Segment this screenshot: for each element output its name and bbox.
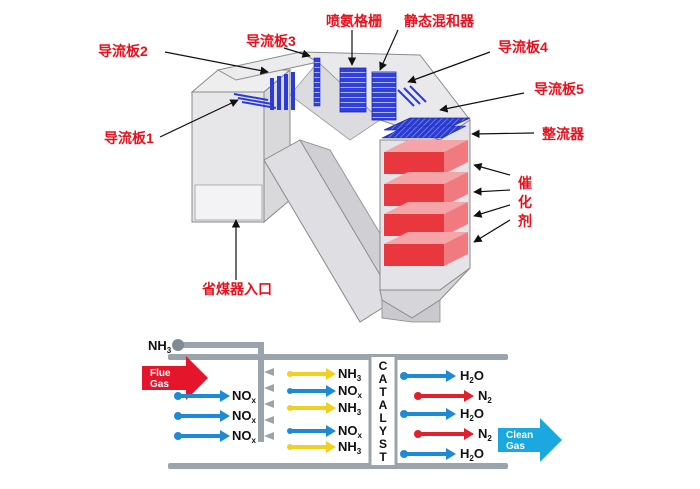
label-deflector-5: 导流板5 — [534, 81, 584, 97]
product-arrow-h2o-1 — [400, 370, 456, 382]
deflector-5-rectifier-grid — [381, 117, 471, 139]
catalyst-vertical-label: C A T A L Y S T — [379, 359, 388, 464]
mixing-arrows — [287, 368, 336, 453]
inlet-nox-arrow-3 — [174, 430, 230, 442]
label-economizer-inlet: 省煤器入口 — [201, 281, 272, 297]
mix-arrow-nh3-2 — [287, 402, 336, 414]
label-catalyst-char-2: 化 — [518, 194, 532, 210]
label-catalyst-char-1: 催 — [518, 175, 532, 191]
inlet-species-3: NOx — [232, 428, 257, 445]
catalyst-layer-1 — [384, 140, 468, 174]
label-ammonia-grid: 喷氨格栅 — [326, 13, 382, 29]
product-4: N2 — [478, 426, 492, 443]
mix-arrow-nh3-1 — [287, 368, 336, 380]
label-static-mixer: 静态混和器 — [404, 13, 475, 29]
product-3: H2O — [460, 406, 484, 423]
injected-species-4: NOx — [338, 423, 363, 440]
deflector-2-vanes — [270, 72, 295, 110]
static-mixer-block — [371, 71, 397, 121]
deflector-3-vanes — [313, 57, 321, 107]
inlet-species-2: NOx — [232, 408, 257, 425]
deflector-4-vanes — [397, 85, 427, 107]
catalyst-layer-2 — [384, 172, 468, 206]
injected-species-1: NH3 — [338, 366, 362, 383]
economizer-inlet-chamber — [190, 68, 292, 224]
catalyst-letter-8: T — [379, 450, 387, 464]
injected-species-3: NH3 — [338, 400, 362, 417]
duct-system-3d: 导流板2 导流板3 喷氨格栅 静态混和器 导流板4 导流板5 整流器 导流板1 … — [98, 13, 585, 323]
diagram-labels: 导流板2 导流板3 喷氨格栅 静态混和器 导流板4 导流板5 整流器 导流板1 … — [98, 13, 585, 297]
flue-gas-word-2: Gas — [150, 379, 169, 390]
inlet-nox-arrows — [174, 390, 230, 442]
product-arrow-h2o-3 — [400, 448, 456, 460]
catalyst-letter-4: A — [379, 398, 388, 412]
clean-gas-word-1: Clean — [506, 430, 533, 441]
catalyst-layer-3 — [384, 202, 468, 236]
label-deflector-4: 导流板4 — [498, 39, 548, 55]
inlet-nox-arrow-1 — [174, 390, 230, 402]
injected-species-5: NH3 — [338, 439, 362, 456]
product-5: H2O — [460, 446, 484, 463]
label-catalyst-char-3: 剂 — [518, 213, 532, 229]
catalyst-column — [368, 355, 398, 467]
label-deflector-1: 导流板1 — [104, 130, 154, 146]
catalyst-letter-6: Y — [379, 424, 387, 438]
catalyst-letter-1: C — [379, 359, 388, 373]
mix-arrow-nox-2 — [287, 425, 336, 437]
product-2: N2 — [478, 388, 492, 405]
catalyst-letter-3: T — [379, 385, 387, 399]
clean-gas-arrow: Clean Gas — [498, 418, 562, 462]
duct-walls — [168, 339, 508, 469]
pointer-arrows — [159, 29, 535, 280]
inlet-nox-arrow-2 — [174, 410, 230, 422]
inlet-species-1: NOx — [232, 388, 257, 405]
clean-gas-word-2: Gas — [506, 441, 525, 452]
injected-species-2: NOx — [338, 383, 363, 400]
flue-gas-arrow: Flue Gas — [142, 356, 208, 400]
product-arrow-n2-2 — [414, 428, 474, 440]
product-arrows — [400, 370, 474, 460]
scr-schematic: Flue Gas Clean Gas — [142, 338, 562, 469]
schematic-labels: NH3 NOx NOx NOx NH3 NOx NH3 NOx NH3 H2O … — [148, 338, 492, 464]
label-deflector-2: 导流板2 — [98, 43, 148, 59]
nh3-inlet-label: NH3 — [148, 338, 172, 355]
ammonia-injection-nozzles — [264, 368, 274, 440]
catalyst-letter-2: A — [379, 372, 388, 386]
catalyst-layer-4 — [384, 232, 468, 266]
label-deflector-3: 导流板3 — [246, 33, 296, 49]
ammonia-grid-block — [339, 67, 367, 113]
product-arrow-h2o-2 — [400, 408, 456, 420]
mix-arrow-nh3-3 — [287, 441, 336, 453]
catalyst-letter-7: S — [379, 437, 387, 451]
label-rectifier: 整流器 — [541, 126, 585, 142]
flue-gas-word-1: Flue — [150, 368, 171, 379]
product-1: H2O — [460, 368, 484, 385]
catalyst-layers — [384, 140, 468, 266]
catalyst-letter-5: L — [379, 411, 386, 425]
mix-arrow-nox-1 — [287, 385, 336, 397]
product-arrow-n2-1 — [414, 390, 474, 402]
